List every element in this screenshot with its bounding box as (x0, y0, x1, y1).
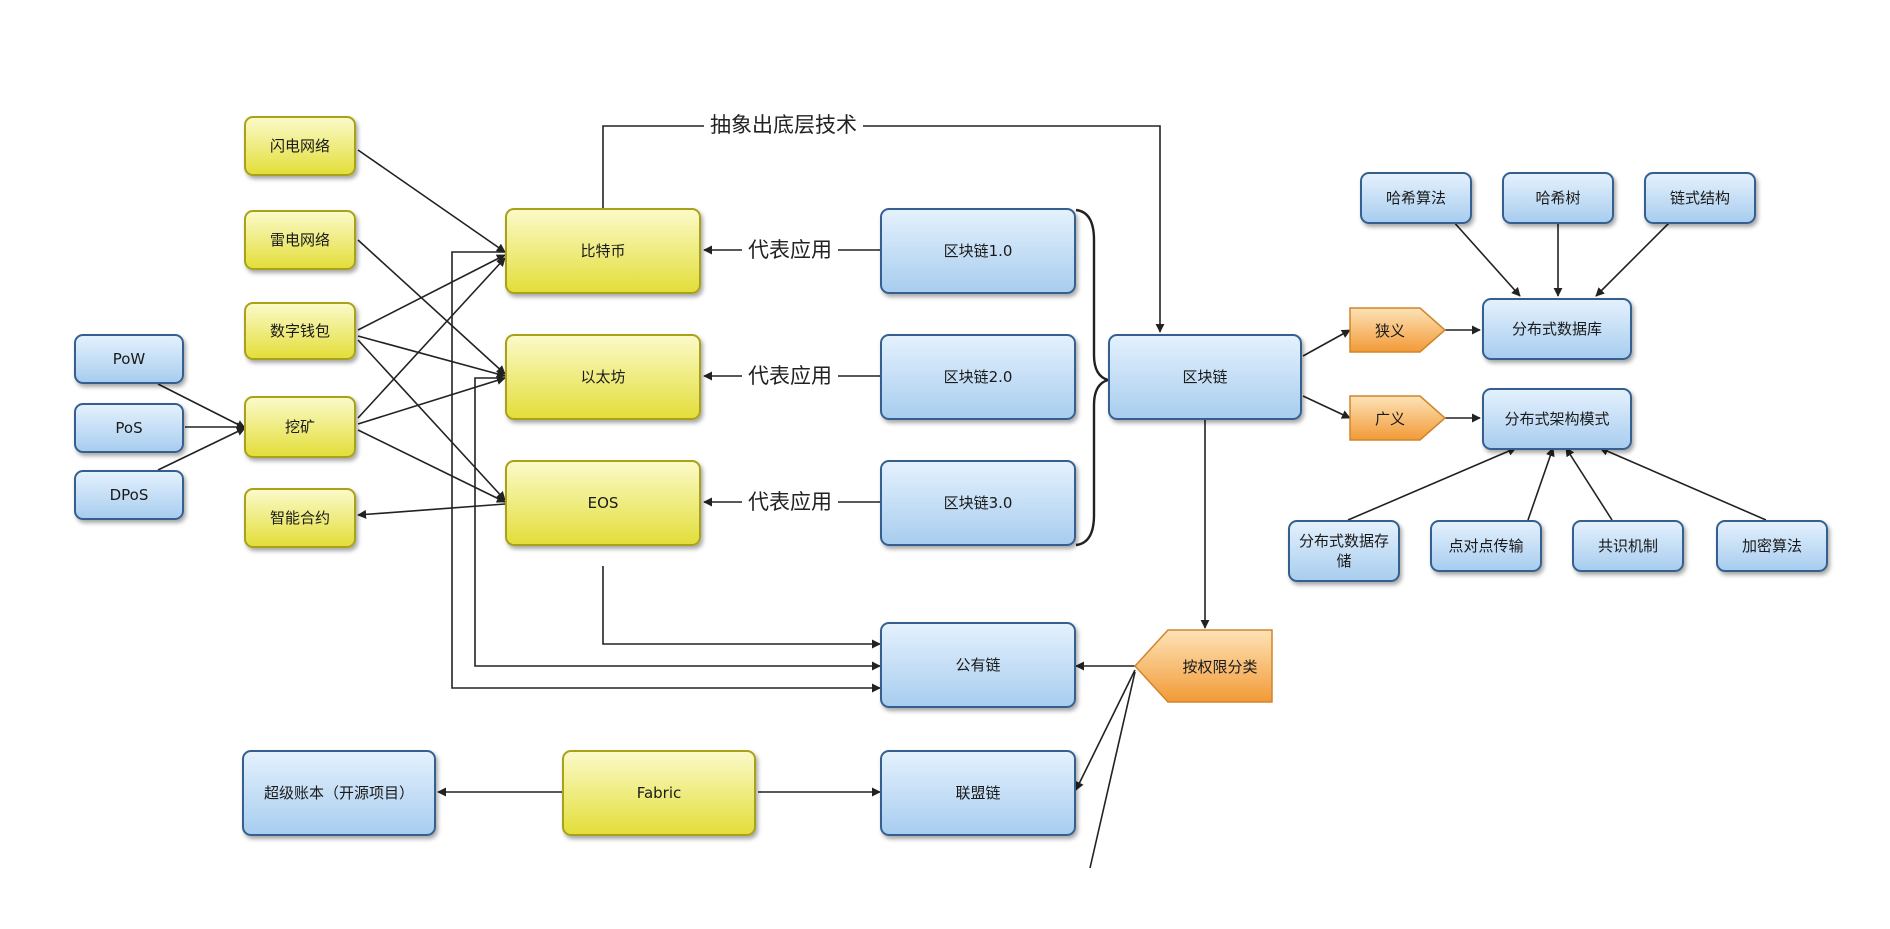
tag-narrow: 狭义 (1374, 321, 1405, 340)
edge-chain-db (1595, 219, 1673, 297)
edge-storage-arch (1347, 447, 1517, 521)
label-app-ethereum: 代表应用 (742, 366, 838, 387)
edge-wallet-ethereum (357, 335, 506, 379)
node-consensus-mechanism: 共识机制 (1572, 520, 1684, 572)
node-blockchain-3: 区块链3.0 (880, 460, 1076, 546)
edge-abstract-bitcoin-blockchain (602, 125, 1165, 333)
edge-dpos-mining (157, 427, 246, 471)
node-digital-wallet: 数字钱包 (244, 302, 356, 360)
edge-wallet-eos (357, 339, 506, 501)
node-distributed-database: 分布式数据库 (1482, 298, 1632, 360)
node-lightning-network: 闪电网络 (244, 116, 356, 176)
node-fabric: Fabric (562, 750, 756, 836)
node-encryption-algorithm: 加密算法 (1716, 520, 1828, 572)
node-blockchain-1: 区块链1.0 (880, 208, 1076, 294)
node-bitcoin: 比特币 (505, 208, 701, 294)
permission-tag-shape (1133, 629, 1273, 703)
broad-tag-shape (1349, 395, 1447, 441)
node-consortium-chain: 联盟链 (880, 750, 1076, 836)
node-distributed-storage: 分布式数据存储 (1288, 520, 1400, 582)
node-smart-contract: 智能合约 (244, 488, 356, 548)
node-raiden-network: 雷电网络 (244, 210, 356, 270)
label-abstract-tech: 抽象出底层技术 (704, 115, 863, 136)
edge-permission-private (1089, 671, 1136, 869)
edge-bitcoin-public (451, 251, 881, 693)
tag-permission-classify: 按权限分类 (1182, 657, 1258, 676)
label-app-bitcoin: 代表应用 (742, 240, 838, 261)
tag-broad: 广义 (1374, 409, 1405, 428)
edge-mining-eos (357, 429, 506, 503)
node-hyperledger: 超级账本（开源项目） (242, 750, 436, 836)
edge-hashalgo-db (1451, 219, 1521, 297)
node-blockchain: 区块链 (1108, 334, 1302, 420)
edge-eos-smartcontract (357, 503, 506, 519)
node-hash-algorithm: 哈希算法 (1360, 172, 1472, 224)
node-dpos: DPoS (74, 470, 184, 520)
brace-blockchain-generations (1075, 208, 1113, 547)
edge-lightning-bitcoin (357, 149, 506, 253)
edge-ethereum-public (474, 377, 881, 671)
node-pos: PoS (74, 403, 184, 453)
narrow-tag-shape (1349, 307, 1447, 353)
node-p2p-transmission: 点对点传输 (1430, 520, 1542, 572)
edge-blockchain-broad (1302, 395, 1351, 419)
node-eos: EOS (505, 460, 701, 546)
edge-pow-mining (157, 383, 246, 429)
edge-mining-ethereum (357, 376, 506, 425)
edge-mining-bitcoin (357, 257, 506, 419)
edge-eos-public (602, 566, 881, 649)
edge-wallet-bitcoin (357, 254, 506, 331)
edge-raiden-ethereum (357, 239, 506, 375)
node-pow: PoW (74, 334, 184, 384)
edge-blockchain-narrow (1302, 329, 1351, 357)
node-chain-structure: 链式结构 (1644, 172, 1756, 224)
node-hash-tree: 哈希树 (1502, 172, 1614, 224)
node-distributed-architecture: 分布式架构模式 (1482, 388, 1632, 450)
node-public-chain: 公有链 (880, 622, 1076, 708)
node-ethereum: 以太坊 (505, 334, 701, 420)
node-blockchain-2: 区块链2.0 (880, 334, 1076, 420)
edge-encryption-arch (1599, 447, 1767, 521)
label-app-eos: 代表应用 (742, 492, 838, 513)
edge-permission-consortium (1075, 669, 1136, 791)
edge-consensus-arch (1565, 447, 1613, 521)
node-mining: 挖矿 (244, 396, 356, 458)
edge-p2p-arch (1527, 447, 1555, 521)
